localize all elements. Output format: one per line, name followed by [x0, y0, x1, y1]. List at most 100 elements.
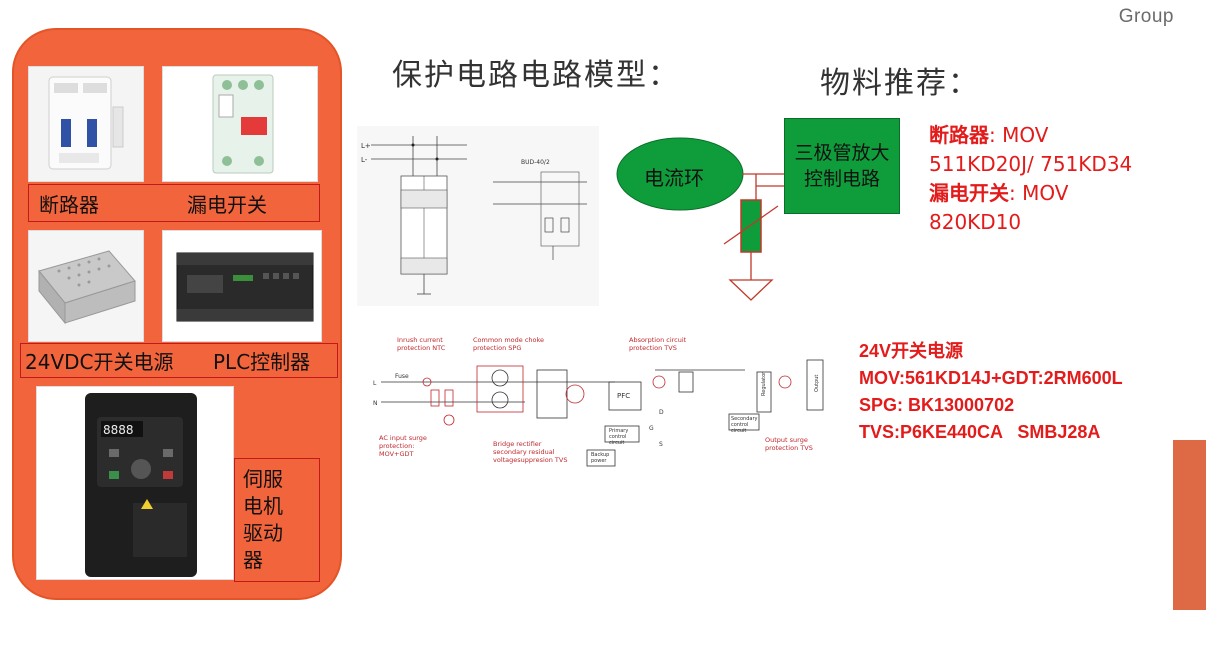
svg-text:Primary: Primary: [609, 428, 628, 434]
svg-text:Bridge rectifier: Bridge rectifier: [493, 440, 542, 448]
bridge-line: voltagesuppresion TVS: [493, 456, 567, 464]
svg-text:D: D: [659, 409, 664, 416]
recommend-breaker-block: 断路器: MOV 511KD20J/ 751KD34 漏电开关: MOV 820…: [929, 121, 1132, 237]
servo-label-line: 驱动: [243, 521, 283, 545]
bridge-line: Bridge rectifier: [493, 440, 542, 448]
current-loop-label: 电流环: [644, 166, 704, 190]
servo-label-box: 伺服 电机 驱动 器: [234, 458, 320, 582]
circuit-breaker-image: [28, 66, 144, 182]
rec-psu-mov: MOV:561KD14J+GDT:2RM600L: [859, 368, 1123, 388]
amplifier-control-label: 三极管放大控制电路: [794, 142, 890, 190]
n-label: N: [373, 400, 378, 407]
plc-label: PLC控制器: [213, 350, 311, 374]
label-row-2: 24VDC开关电源 PLC控制器: [20, 343, 338, 378]
residual-current-device-image: [162, 66, 318, 182]
ac-surge-line: protection:: [379, 442, 414, 450]
rec-rcd-parts: 820KD10: [929, 210, 1022, 234]
svg-text:Fuse: Fuse: [395, 373, 409, 380]
svg-text:secondary residual: secondary residual: [493, 448, 555, 456]
brand-label: Group: [1118, 6, 1174, 27]
output-label: Output: [814, 375, 820, 392]
current-loop-diagram: [616, 137, 784, 301]
svg-text:protection TVS: protection TVS: [629, 344, 677, 352]
rec-rcd-label: 漏电开关: [929, 181, 1009, 205]
rec-psu-title: 24V开关电源: [859, 341, 964, 361]
fuse-label: Fuse: [395, 373, 409, 380]
regulator-label: Regulator: [761, 371, 767, 396]
svg-text:protection SPG: protection SPG: [473, 344, 521, 352]
primary-ctrl-line: circuit: [609, 440, 624, 446]
svg-text:voltagesuppresion TVS: voltagesuppresion TVS: [493, 456, 567, 464]
ac-surge-line: MOV+GDT: [379, 450, 414, 458]
g-label: G: [649, 425, 654, 432]
svg-text:Regulator: Regulator: [761, 371, 767, 396]
svg-text:circuit: circuit: [731, 428, 746, 434]
servo-label-line: 电机: [243, 494, 283, 518]
switching-power-supply-image: [28, 230, 144, 342]
label-row-1: 断路器 漏电开关: [28, 184, 320, 222]
backup-line: Backup: [591, 452, 609, 458]
primary-ctrl-line: Primary: [609, 428, 628, 434]
svg-text:control: control: [609, 434, 626, 440]
psu-label: 24VDC开关电源: [25, 350, 174, 374]
backup-line: power: [591, 458, 607, 464]
svg-text:power: power: [591, 458, 607, 464]
svg-text:Backup: Backup: [591, 452, 609, 458]
inrush-line: protection NTC: [397, 344, 446, 352]
absorption-line: protection TVS: [629, 344, 677, 352]
rec-psu-tvs: TVS:P6KE440CA SMBJ28A: [859, 422, 1101, 442]
svg-text:G: G: [649, 425, 654, 432]
servo-label-line: 伺服: [243, 467, 283, 491]
servo-drive-image: 8888: [36, 386, 234, 580]
drive-display-readout: 8888: [103, 423, 134, 437]
rec-breaker-label: 断路器: [929, 123, 989, 147]
svg-text:AC input surge: AC input surge: [379, 434, 427, 442]
secondary-ctrl-line: circuit: [731, 428, 746, 434]
plc-controller-image: [162, 230, 322, 342]
accent-bar: [1173, 440, 1206, 610]
d-label: D: [659, 409, 664, 416]
circuit-breaker-label: 断路器: [39, 192, 99, 217]
spd-circuit-diagram: L+ L- BUD-40/2: [357, 126, 599, 306]
svg-text:N: N: [373, 400, 378, 407]
svg-text:Absorption circuit: Absorption circuit: [629, 336, 687, 344]
svg-text:Secondary: Secondary: [731, 416, 758, 422]
amplifier-control-box: 三极管放大控制电路: [784, 118, 900, 214]
l-label: L: [373, 380, 377, 387]
secondary-ctrl-line: control: [731, 422, 748, 428]
svg-text:protection TVS: protection TVS: [765, 444, 813, 452]
svg-text:circuit: circuit: [609, 440, 624, 446]
rec-psu-spg: SPG: BK13000702: [859, 395, 1015, 415]
l-plus-label: L+: [361, 142, 371, 150]
rcd-label: 漏电开关: [187, 192, 267, 217]
svg-text:PFC: PFC: [617, 392, 630, 400]
svg-text:Inrush current: Inrush current: [397, 336, 443, 344]
svg-text:L: L: [373, 380, 377, 387]
svg-text:control: control: [731, 422, 748, 428]
svg-text:Output: Output: [814, 375, 820, 392]
rec-breaker-value: : MOV: [989, 123, 1049, 147]
svg-text:Common mode choke: Common mode choke: [473, 336, 544, 344]
psu-protection-diagram: Inrush current protection NTC Common mod…: [365, 330, 835, 480]
servo-label-line: 器: [243, 548, 263, 572]
inrush-line: Inrush current: [397, 336, 443, 344]
l-minus-label: L-: [361, 156, 368, 164]
pfc-label: PFC: [617, 392, 630, 400]
svg-text:S: S: [659, 441, 663, 448]
absorption-line: Absorption circuit: [629, 336, 687, 344]
secondary-ctrl-line: Secondary: [731, 416, 758, 422]
recommend-psu-block: 24V开关电源 MOV:561KD14J+GDT:2RM600L SPG: BK…: [859, 338, 1123, 446]
ac-surge-line: AC input surge: [379, 434, 427, 442]
bridge-line: secondary residual: [493, 448, 555, 456]
primary-ctrl-line: control: [609, 434, 626, 440]
s-label: S: [659, 441, 663, 448]
svg-text:Output surge: Output surge: [765, 436, 808, 444]
svg-text:MOV+GDT: MOV+GDT: [379, 450, 414, 458]
rec-rcd-value: : MOV: [1009, 181, 1069, 205]
output-surge-line: Output surge: [765, 436, 808, 444]
material-recommend-title: 物料推荐：: [820, 66, 980, 101]
output-surge-line: protection TVS: [765, 444, 813, 452]
svg-text:protection:: protection:: [379, 442, 414, 450]
bud-box-label: BUD-40/2: [521, 159, 550, 166]
svg-text:protection NTC: protection NTC: [397, 344, 446, 352]
